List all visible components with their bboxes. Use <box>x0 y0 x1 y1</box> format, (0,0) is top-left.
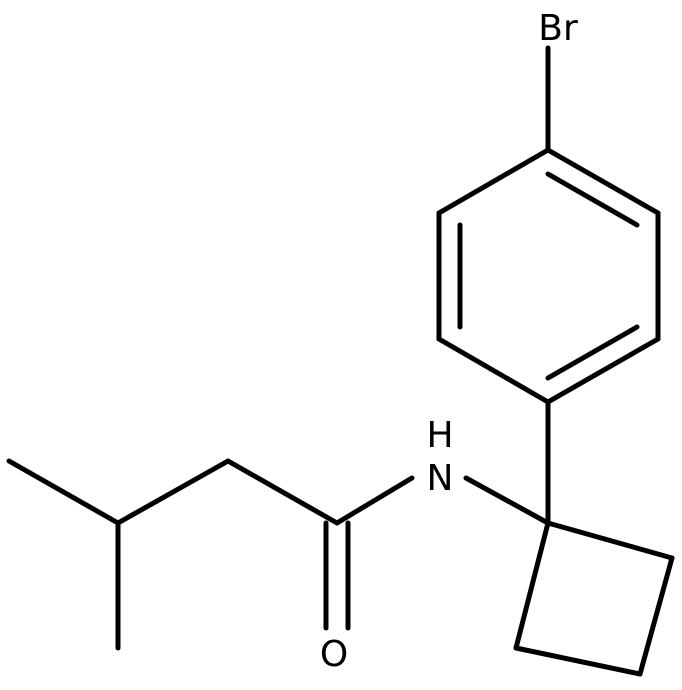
bond-cb-3 <box>513 645 643 677</box>
atom-label-oxygen: O <box>320 634 348 675</box>
bond-ch-ch3-top <box>6 458 121 526</box>
atom-label-bromine: Br <box>538 8 578 49</box>
bond-ch2-ch <box>115 458 231 526</box>
bond-cb-2 <box>637 555 675 677</box>
bond-c-n <box>463 475 551 526</box>
bond-ring-inner-top-right <box>545 171 640 228</box>
atom-label-hydrogen: H <box>426 415 453 456</box>
bond-carbonyl-ch2 <box>225 458 340 526</box>
bond-ring-bottom-left <box>436 336 551 405</box>
bond-ring-top-left <box>436 147 551 216</box>
bond-cb-4 <box>513 520 551 651</box>
atom-label-nitrogen: N <box>427 458 454 499</box>
bond-ring-inner-bottom-right <box>545 324 640 381</box>
bond-ring-bottom-right <box>545 336 661 405</box>
bond-n-carbonyl <box>334 475 415 526</box>
bond-cb-1 <box>545 520 675 561</box>
bond-ring-top-right <box>545 147 661 216</box>
